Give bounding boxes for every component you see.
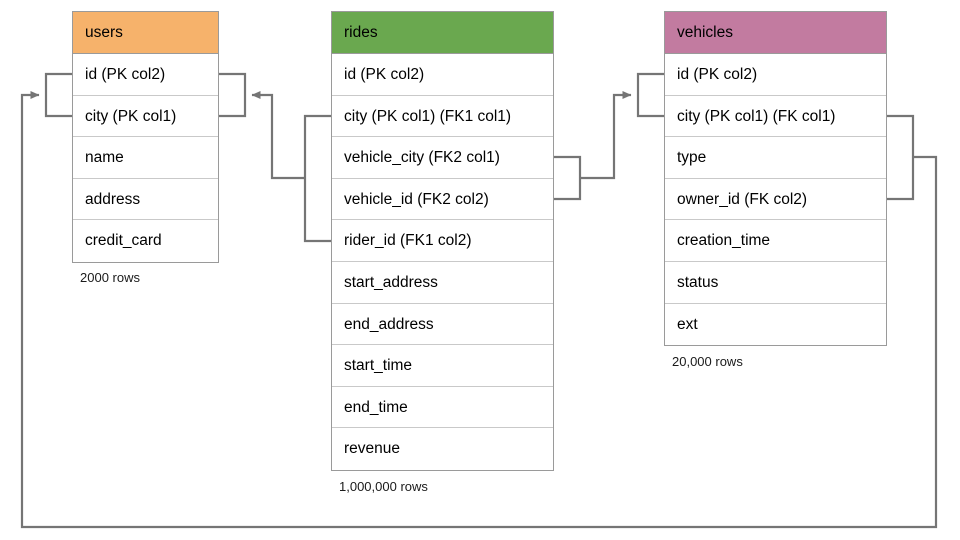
table-users-column-id[interactable]: id (PK col2) — [73, 54, 218, 96]
table-rides-row-count: 1,000,000 rows — [339, 479, 428, 494]
table-vehicles-column-id[interactable]: id (PK col2) — [665, 54, 886, 96]
table-users-header: users — [73, 12, 218, 54]
table-vehicles-header: vehicles — [665, 12, 886, 54]
edge-users-left-bracket — [44, 72, 72, 118]
table-vehicles-column-type[interactable]: type — [665, 137, 886, 179]
edge-vehicles-right-bracket — [887, 114, 915, 201]
table-vehicles-row-count: 20,000 rows — [672, 354, 743, 369]
table-rides-column-revenue[interactable]: revenue — [344, 440, 401, 458]
table-rides-column-rider-id[interactable]: rider_id (FK1 col2) — [332, 220, 553, 262]
table-rides-column-start-address[interactable]: start_address — [332, 262, 553, 304]
table-rides-column-vehicle-city[interactable]: vehicle_city (FK2 col1) — [332, 137, 553, 179]
table-rides[interactable]: rides id (PK col2) city (PK col1) (FK1 c… — [331, 11, 554, 471]
table-users-row-count: 2000 rows — [80, 270, 140, 285]
table-vehicles-column-city[interactable]: city (PK col1) (FK col1) — [665, 96, 886, 138]
table-users-column-credit-card[interactable]: credit_card — [85, 232, 162, 250]
table-vehicles-column-status[interactable]: status — [665, 262, 886, 304]
table-rides-column-city[interactable]: city (PK col1) (FK1 col1) — [332, 96, 553, 138]
table-users-column-address[interactable]: address — [73, 179, 218, 221]
table-rides-header: rides — [332, 12, 553, 54]
table-vehicles[interactable]: vehicles id (PK col2) city (PK col1) (FK… — [664, 11, 887, 347]
table-vehicles-column-owner-id[interactable]: owner_id (FK col2) — [665, 179, 886, 221]
table-rides-column-start-time[interactable]: start_time — [332, 345, 553, 387]
table-rides-column-end-time[interactable]: end_time — [332, 387, 553, 429]
table-rides-column-end-address[interactable]: end_address — [332, 304, 553, 346]
table-vehicles-column-creation-time[interactable]: creation_time — [665, 220, 886, 262]
table-rides-column-vehicle-id[interactable]: vehicle_id (FK2 col2) — [332, 179, 553, 221]
edge-rides-fk1-to-users — [251, 91, 305, 180]
edge-vehicles-left-bracket — [636, 72, 664, 118]
edge-rides-fk1-bracket — [303, 114, 331, 243]
edge-users-right-bracket — [219, 72, 247, 118]
table-users[interactable]: users id (PK col2) city (PK col1) name a… — [72, 11, 219, 263]
table-vehicles-column-ext[interactable]: ext — [677, 315, 698, 333]
edge-rides-fk2-bracket — [554, 155, 582, 201]
edge-rides-fk2-to-vehicles — [580, 91, 632, 180]
table-users-column-name[interactable]: name — [73, 137, 218, 179]
table-rides-column-id[interactable]: id (PK col2) — [332, 54, 553, 96]
table-users-column-city[interactable]: city (PK col1) — [73, 96, 218, 138]
